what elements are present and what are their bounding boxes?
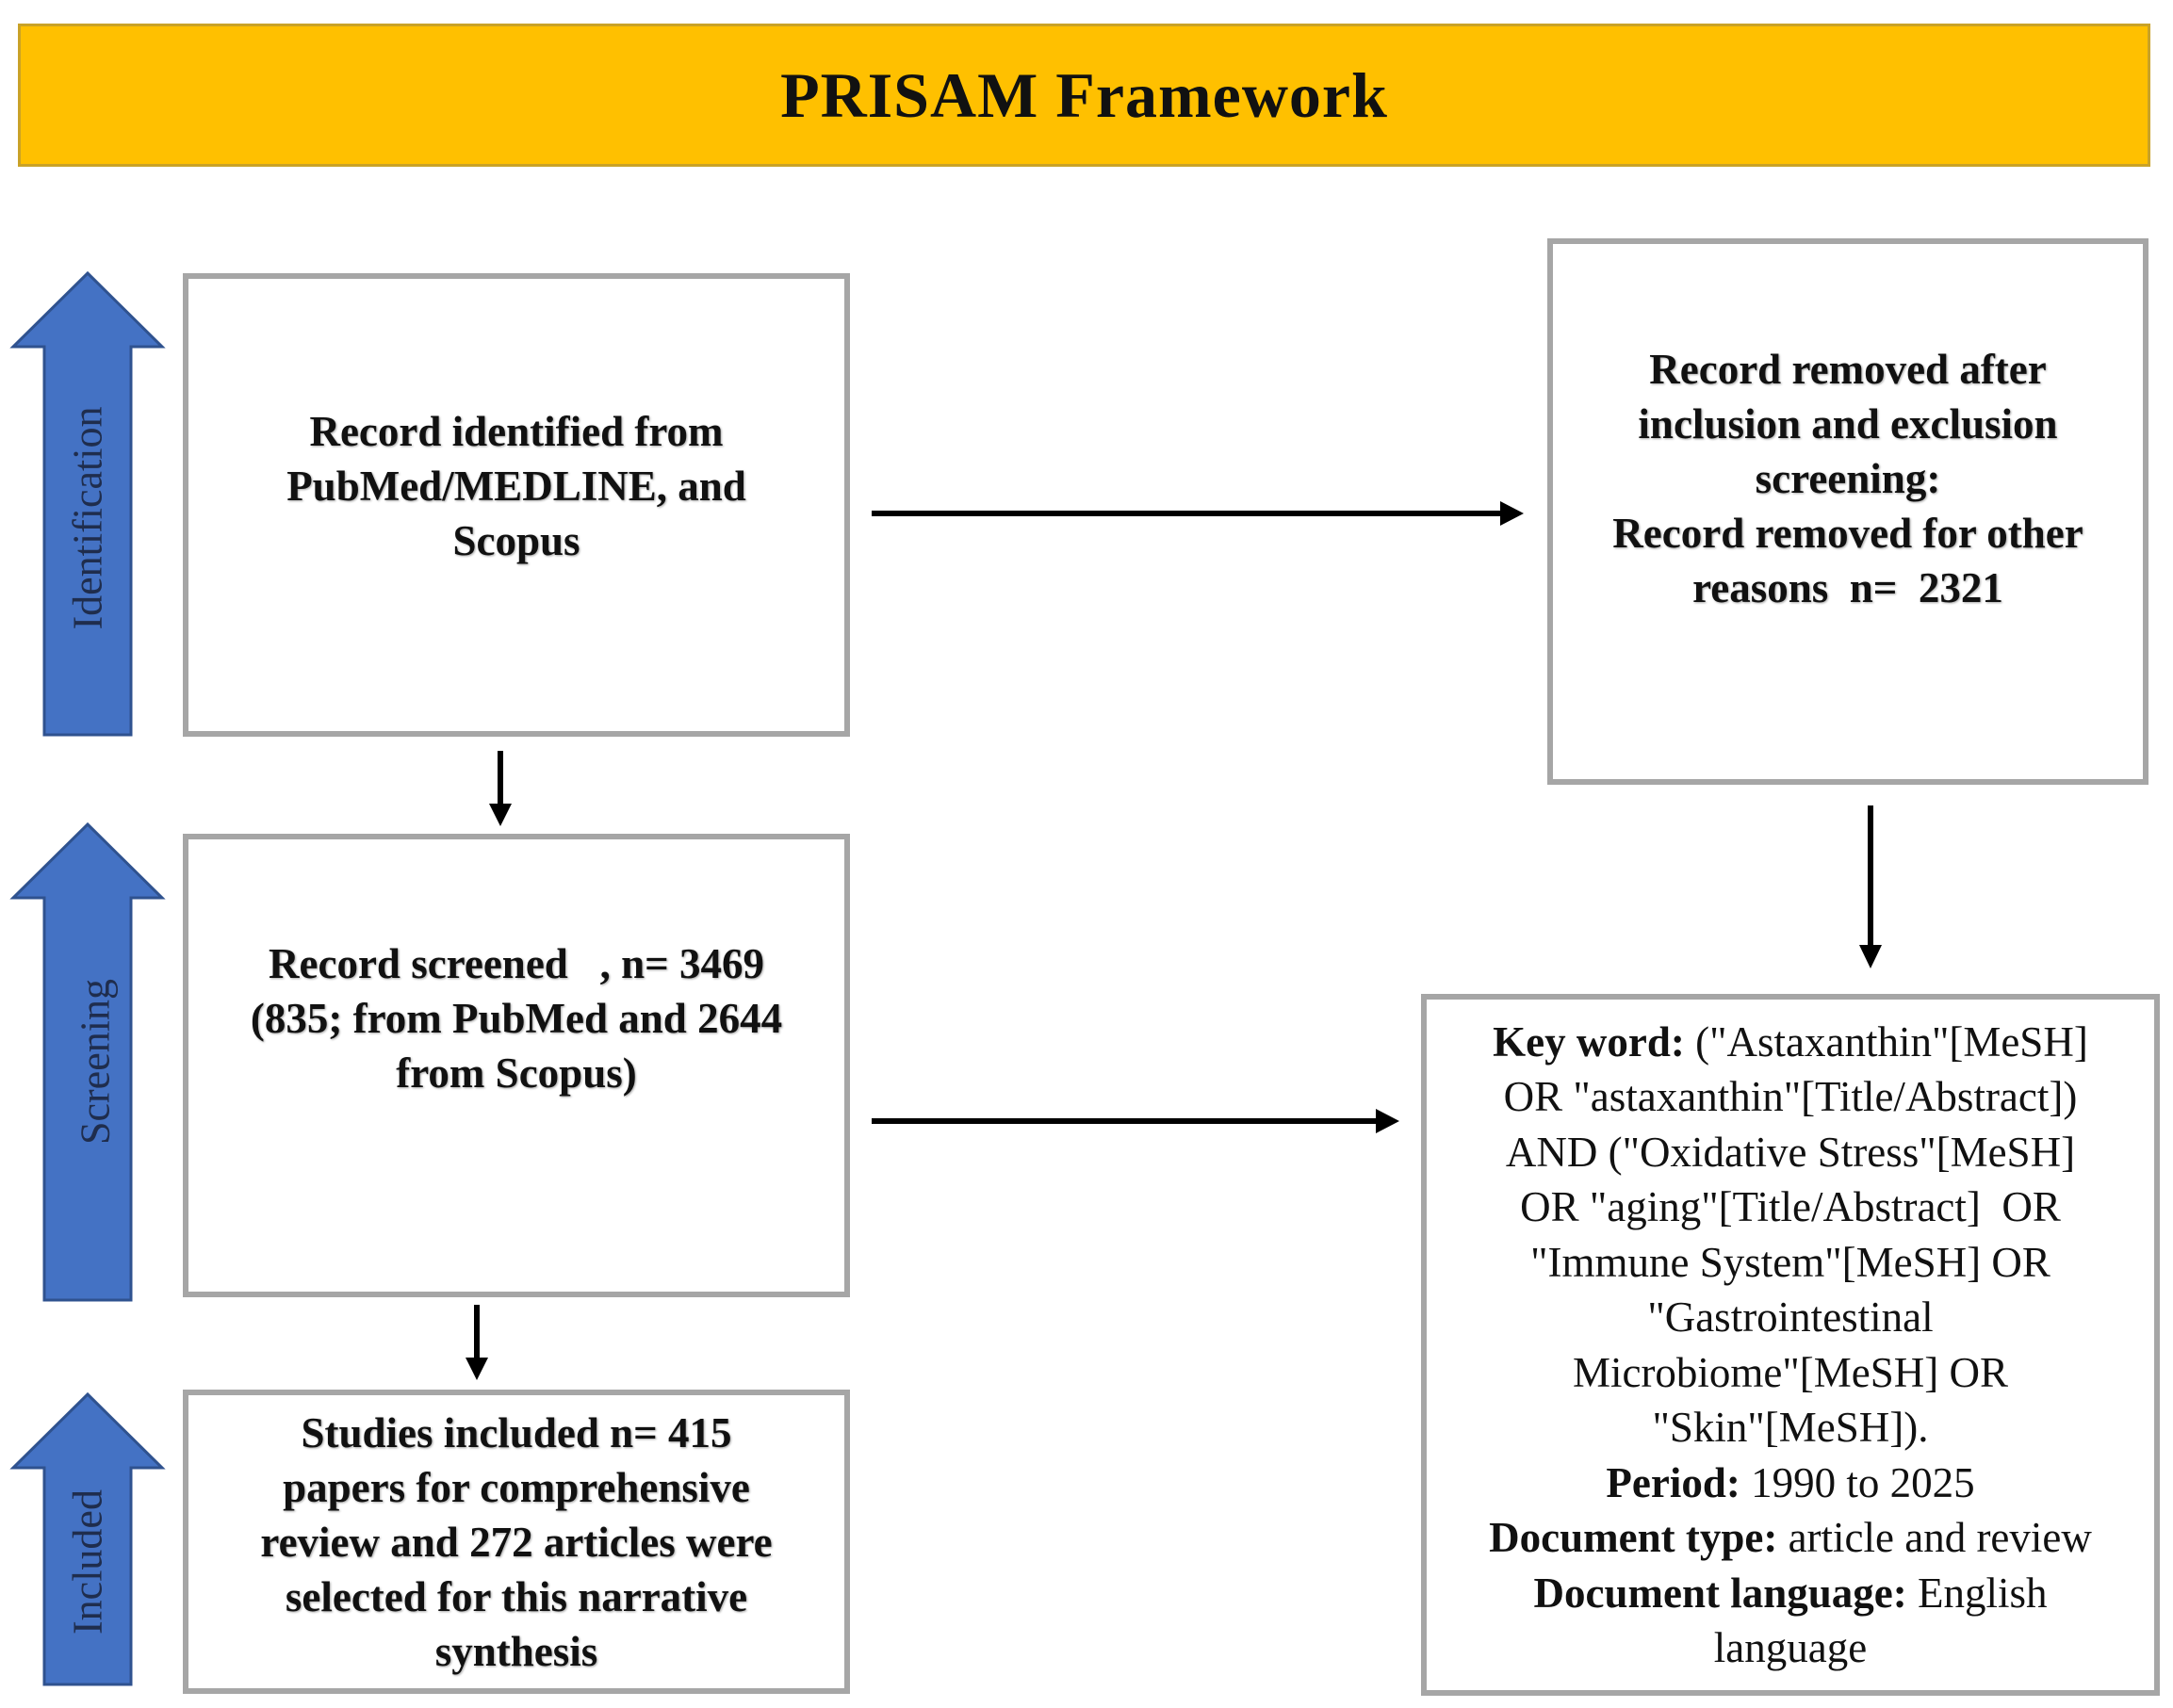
box-records-identified-line: PubMed/MEDLINE, and [286,463,746,510]
diagram-title: PRISAM Framework [780,58,1388,131]
stage-arrow-identification: Identification [9,270,166,737]
box-records-identified: Record identified from PubMed/MEDLINE, a… [183,273,850,737]
arrow-down-icon [466,1305,488,1380]
box-records-removed-line: Record removed for other [1612,510,2083,557]
box-studies-included-line: synthesis [434,1627,598,1675]
box-records-screened-line: from Scopus) [396,1049,637,1097]
box-records-identified-line: Scopus [452,517,580,564]
criteria-keyword-line: Microbiome"[MeSH] OR [1572,1348,2009,1396]
box-records-removed-line: reasons n= 2321 [1692,564,2003,611]
criteria-doctype-line: Document type: article and review [1489,1510,2092,1566]
up-arrow-icon [9,1391,166,1686]
box-records-screened: Record screened , n= 3469 (835; from Pub… [183,834,850,1297]
criteria-keyword-line: Key word: ("Astaxanthin"[MeSH] [1493,1015,2088,1070]
criteria-keyword-label: Key word: [1493,1017,1685,1065]
box-studies-included-line: papers for comprehensive [283,1463,750,1511]
criteria-period-value: 1990 to 2025 [1740,1458,1975,1506]
arrow-right-icon [872,1109,1399,1133]
box-records-removed: Record removed after inclusion and exclu… [1547,238,2148,785]
box-records-removed-line: inclusion and exclusion [1638,400,2058,447]
criteria-language-line: language [1713,1624,1868,1671]
arrow-down-icon [489,751,512,826]
box-records-screened-line: Record screened , n= 3469 [269,940,764,987]
criteria-keyword-line: "Skin"[MeSH]). [1652,1404,1929,1451]
box-records-removed-line: Record removed after [1649,346,2047,393]
criteria-keyword-line: OR "aging"[Title/Abstract] OR [1520,1183,2061,1230]
criteria-period-line: Period: 1990 to 2025 [1606,1456,1974,1511]
box-studies-included: Studies included n= 415 papers for compr… [183,1390,850,1694]
criteria-language-label: Document language: [1533,1569,1907,1617]
criteria-keyword-value: ("Astaxanthin"[MeSH] [1684,1017,2088,1065]
box-records-identified-line: Record identified from [309,408,724,455]
box-studies-included-line: review and 272 articles were [260,1518,773,1566]
criteria-keyword-line: AND ("Oxidative Stress"[MeSH] [1505,1128,2076,1176]
box-studies-included-line: selected for this narrative [285,1572,748,1620]
criteria-keyword-line: "Gastrointestinal [1647,1293,1934,1341]
stage-arrow-included: Included [9,1391,166,1686]
title-banner: PRISAM Framework [18,24,2150,167]
criteria-language-value: English [1906,1569,2048,1617]
box-records-removed-line: screening: [1755,455,1941,502]
criteria-doctype-label: Document type: [1489,1514,1778,1561]
box-studies-included-line: Studies included n= 415 [301,1408,732,1456]
stage-arrow-screening: Screening [9,821,166,1302]
criteria-doctype-value: article and review [1777,1514,2092,1561]
criteria-keyword-line: OR "astaxanthin"[Title/Abstract]) [1503,1073,2078,1120]
arrow-down-icon [1859,805,1882,968]
criteria-keyword-line: "Immune System"[MeSH] OR [1530,1238,2050,1286]
up-arrow-icon [9,821,166,1302]
box-records-screened-line: (835; from PubMed and 2644 [250,995,783,1042]
arrow-right-icon [872,501,1524,526]
up-arrow-icon [9,270,166,737]
criteria-language-line: Document language: English [1534,1566,2048,1621]
box-search-criteria: Key word: ("Astaxanthin"[MeSH] OR "astax… [1421,994,2160,1696]
criteria-period-label: Period: [1606,1458,1740,1506]
